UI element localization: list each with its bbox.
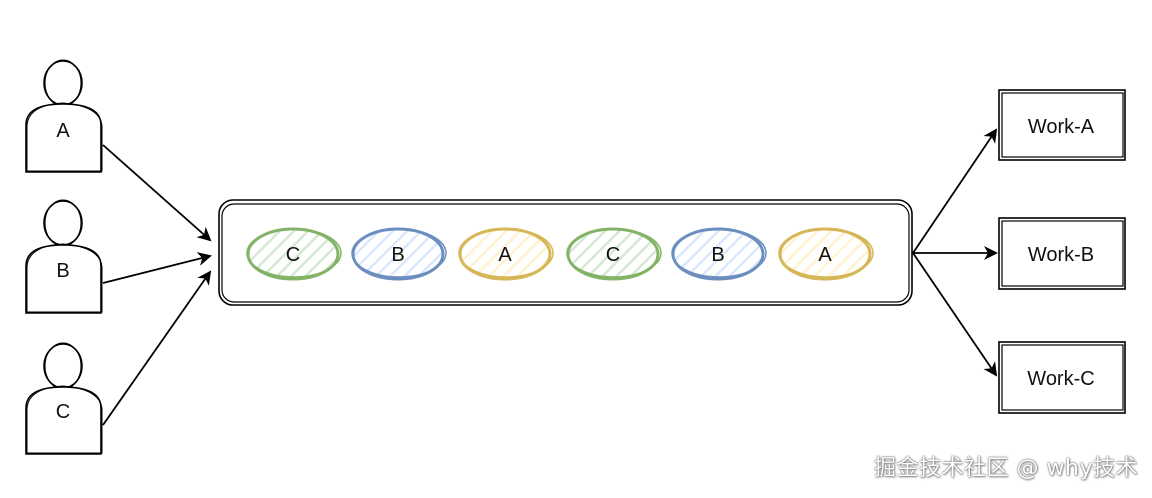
arrow-user-a-to-queue [102,144,212,242]
user-c: C [25,342,103,455]
queue-item-5-label: B [711,244,724,266]
watermark: 掘金技术社区 @ why技术 [874,456,1138,481]
queue-item-4: C [566,227,662,281]
user-c-label: C [56,401,70,423]
user-b-label: B [56,260,69,282]
worker-b-label: Work-B [1028,244,1094,266]
worker-b: Work-B [998,217,1126,290]
arrow-queue-to-work-c [912,252,998,377]
user-a-label: A [56,120,70,142]
worker-c: Work-C [998,341,1126,414]
worker-a: Work-A [998,89,1126,161]
user-a: A [25,59,103,173]
arrow-queue-to-work-a [912,128,998,254]
queue-item-1: C [246,227,342,281]
user-b: B [25,199,103,314]
queue-item-2: B [351,227,447,281]
queue-item-4-label: C [606,244,620,266]
queue-item-3: A [458,227,554,281]
queue-item-5: B [671,227,767,281]
queue-item-3-label: A [498,244,512,266]
queue-item-6: A [778,227,874,281]
queue-item-2-label: B [391,244,404,266]
worker-a-label: Work-A [1028,116,1095,138]
queue-item-1-label: C [286,244,300,266]
worker-c-label: Work-C [1027,368,1094,390]
arrow-user-c-to-queue [102,270,212,426]
arrow-user-b-to-queue [102,252,212,284]
queue-item-6-label: A [818,244,832,266]
